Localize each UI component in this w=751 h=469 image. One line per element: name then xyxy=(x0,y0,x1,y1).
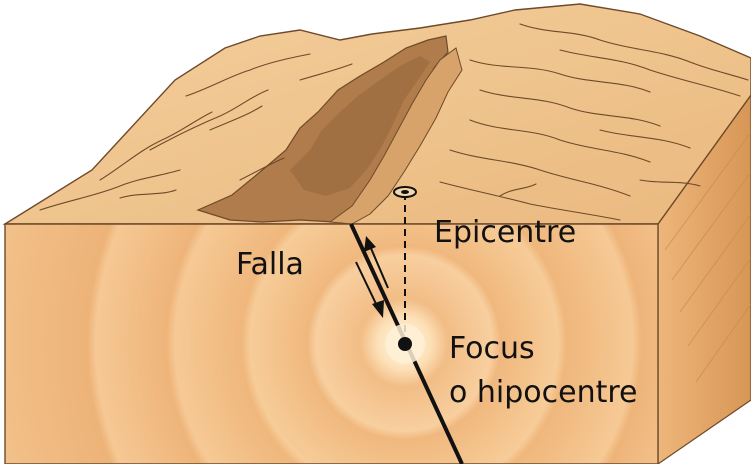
focus-label: Focus xyxy=(449,334,535,364)
focus-dot-icon xyxy=(385,324,425,364)
fault-label: Falla xyxy=(236,250,304,280)
hypocenter-label: o hipocentre xyxy=(449,378,638,408)
block-front-face xyxy=(5,224,658,464)
epicenter-label: Epicentre xyxy=(434,218,576,248)
epicenter-marker-icon xyxy=(394,187,416,197)
